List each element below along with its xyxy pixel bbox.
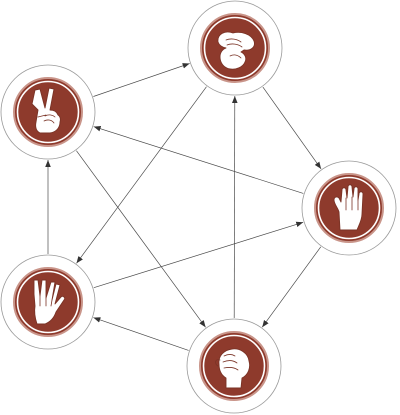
node-spock [0,254,96,350]
spock-hand-icon [33,279,66,325]
node-scissors [0,64,96,160]
scissors-hand-icon [31,87,61,134]
edge-scissors-to-paper [93,63,190,97]
lizard-hand-icon [215,348,251,389]
edge-scissors-to-lizard [76,150,206,328]
paper-hand-icon [217,31,255,70]
node-rock [301,160,397,256]
edge-paper-to-spock [76,86,207,264]
edges-layer [45,63,322,351]
edge-rock-to-lizard [261,246,322,328]
node-paper [187,0,283,96]
edge-paper-to-rock [262,86,322,170]
edge-spock-to-rock [93,221,304,289]
rock-fist-icon [333,184,364,231]
node-lizard [186,318,282,414]
edge-rock-to-scissors [93,126,304,194]
edge-lizard-to-spock [93,317,189,351]
edge-lizard-to-paper [231,95,238,319]
